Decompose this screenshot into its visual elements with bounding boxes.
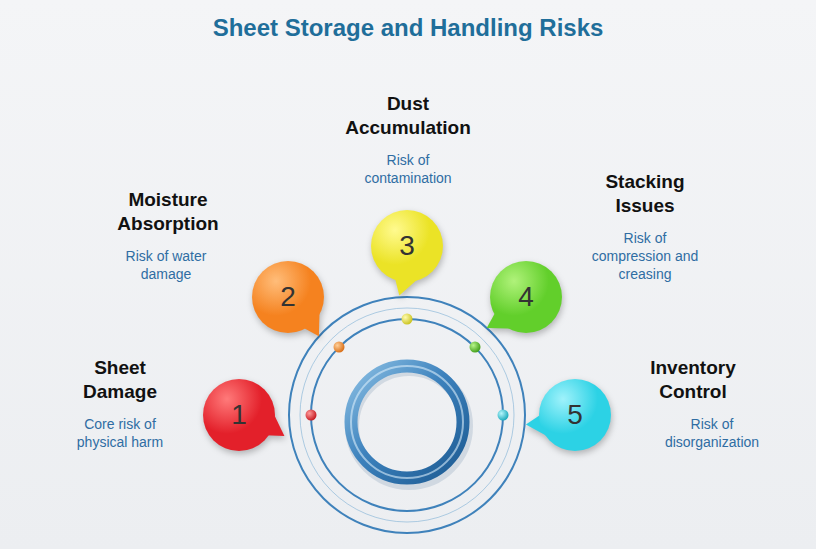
speech-bubble-node: 2Moisture AbsorptionRisk of water damage	[248, 257, 328, 337]
bubble-circle	[490, 261, 562, 333]
callout-number: 4	[496, 280, 556, 314]
risk-description: Risk of compression and creasing	[585, 229, 705, 283]
callout-number: 3	[377, 229, 437, 263]
ring-dot	[470, 342, 481, 353]
risk-description: Risk of disorganization	[657, 415, 767, 451]
speech-bubble-node: 5Inventory ControlRisk of disorganizatio…	[535, 375, 615, 455]
dot-ring	[311, 319, 503, 511]
risk-heading: Dust Accumulation	[328, 92, 488, 140]
ring-dot	[306, 410, 317, 421]
bubble-circle	[252, 261, 324, 333]
risk-description: Core risk of physical harm	[65, 415, 175, 451]
faint-ring	[300, 308, 514, 522]
risk-description: Risk of contamination	[353, 151, 463, 187]
callout-number: 5	[545, 398, 605, 432]
speech-bubble-node: 1Sheet DamageCore risk of physical harm	[199, 375, 279, 455]
ring-highlight	[351, 366, 463, 478]
ring-dot	[402, 314, 413, 325]
risk-description: Risk of water damage	[111, 247, 221, 283]
ring-dot	[334, 342, 345, 353]
thick-ring	[351, 366, 463, 478]
diagram-title: Sheet Storage and Handling Risks	[0, 13, 816, 43]
bubble-circle	[371, 210, 443, 282]
risk-heading: Moisture Absorption	[103, 188, 233, 236]
risk-heading: Stacking Issues	[585, 170, 705, 218]
ring-dot	[498, 410, 509, 421]
bubble-circle	[539, 379, 611, 451]
outer-ring	[289, 297, 525, 533]
speech-bubble-node: 4Stacking IssuesRisk of compression and …	[486, 257, 566, 337]
callout-number: 2	[258, 280, 318, 314]
risk-heading: Sheet Damage	[65, 356, 175, 404]
callout-number: 1	[209, 398, 269, 432]
speech-bubble-node: 3Dust AccumulationRisk of contamination	[367, 206, 447, 286]
risk-heading: Inventory Control	[633, 356, 753, 404]
bubble-circle	[203, 379, 275, 451]
